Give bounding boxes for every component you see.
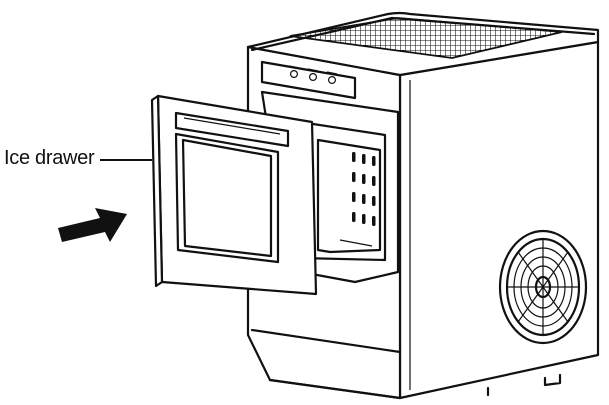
direction-arrow: [58, 208, 127, 242]
vent-grille: [289, 17, 563, 59]
fan-grille: [498, 229, 588, 345]
ice-drawer: [150, 94, 318, 296]
control-panel: [260, 60, 357, 100]
basket-slots: [352, 152, 376, 226]
ice-drawer-label: Ice drawer: [4, 147, 95, 169]
